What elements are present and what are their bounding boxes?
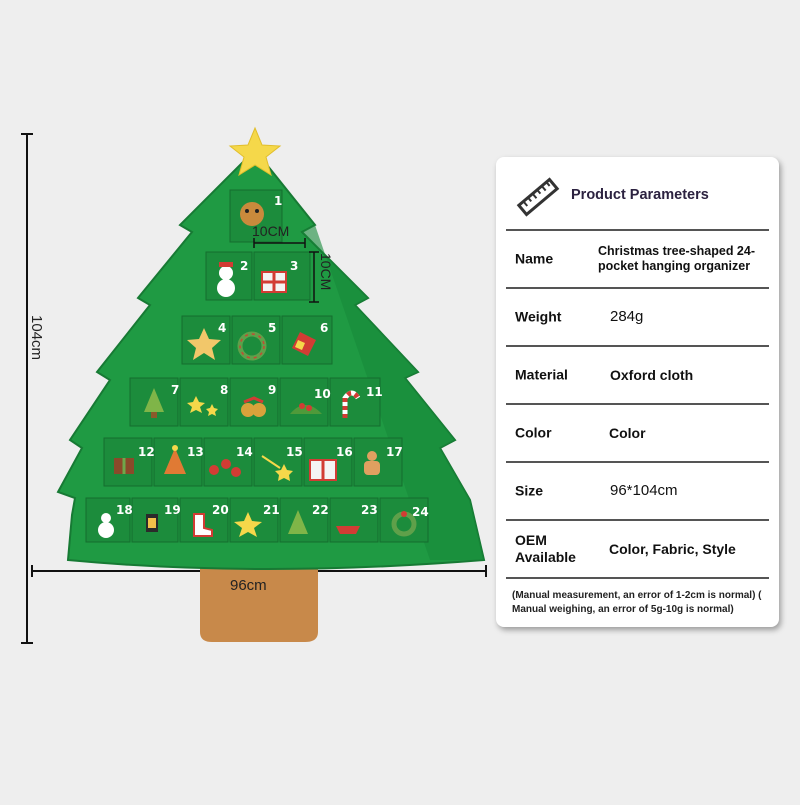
pocket-number-10: 10 [314, 387, 331, 401]
pocket-number-17: 17 [386, 445, 403, 459]
param-value: 96*104cm [610, 482, 678, 499]
pocket-width-label: 10CM [252, 223, 290, 239]
height-dimension-label: 104cm [28, 315, 45, 361]
pocket-row-3: 4 5 6 [181, 315, 333, 365]
pocket-number-6: 6 [320, 321, 328, 335]
param-row-color: Color Color [506, 405, 769, 463]
pocket-number-13: 13 [187, 445, 204, 459]
param-value: Christmas tree-shaped 24-pocket hanging … [598, 244, 756, 273]
pocket-number-1: 1 [274, 194, 282, 208]
pocket-height-label: 10CM [318, 253, 334, 291]
pocket-number-7: 7 [171, 383, 179, 397]
pocket-number-20: 20 [212, 503, 229, 517]
param-value: Color, Fabric, Style [609, 541, 736, 557]
card-header: Product Parameters [506, 157, 769, 231]
pocket-row-2: 2 3 [205, 251, 311, 301]
measurement-footnote: (Manual measurement, an error of 1-2cm i… [506, 579, 769, 617]
pocket-row-5: 12 13 14 15 16 17 [103, 437, 403, 487]
pocket-number-22: 22 [312, 503, 329, 517]
param-value: Oxford cloth [610, 367, 694, 383]
pocket-number-19: 19 [164, 503, 181, 517]
param-label: Color [515, 424, 552, 441]
pocket-number-24: 24 [412, 505, 429, 519]
width-dimension-label: 96cm [230, 577, 267, 594]
param-row-oem: OEM Available Color, Fabric, Style [506, 521, 769, 579]
pocket-number-21: 21 [263, 503, 280, 517]
product-parameters-card: Product Parameters Name Christmas tree-s… [496, 157, 779, 627]
pocket-number-15: 15 [286, 445, 303, 459]
param-row-name: Name Christmas tree-shaped 24-pocket han… [506, 231, 769, 289]
pocket-number-16: 16 [336, 445, 353, 459]
param-label: Material [515, 366, 568, 383]
footnote-line-2: Manual weighing, an error of 5g-10g is n… [512, 604, 734, 615]
card-title: Product Parameters [571, 187, 709, 203]
pocket-number-23: 23 [361, 503, 378, 517]
pocket-number-4: 4 [218, 321, 226, 335]
param-label: OEM Available [515, 532, 576, 565]
pocket-row-1: 1 [229, 189, 283, 243]
pocket-number-9: 9 [268, 383, 276, 397]
param-label: Size [515, 482, 544, 499]
pocket-number-12: 12 [138, 445, 155, 459]
pocket-number-2: 2 [240, 259, 248, 273]
param-value: 284g [610, 308, 644, 325]
pocket-number-3: 3 [290, 259, 298, 273]
param-row-weight: Weight 284g [506, 289, 769, 347]
param-label: Name [515, 250, 554, 267]
pocket-row-4: 7 8 9 10 11 [129, 377, 383, 427]
param-value: Color [609, 425, 646, 441]
param-row-size: Size 96*104cm [506, 463, 769, 521]
pocket-number-11: 11 [366, 385, 383, 399]
pocket-number-8: 8 [220, 383, 228, 397]
param-label: Weight [515, 308, 562, 325]
footnote-line-1: (Manual measurement, an error of 1-2cm i… [512, 590, 762, 601]
pocket-number-5: 5 [268, 321, 276, 335]
pocket-number-14: 14 [236, 445, 253, 459]
pocket-number-18: 18 [116, 503, 133, 517]
ruler-icon [516, 177, 560, 217]
pocket-row-6: 18 19 20 21 22 23 24 [85, 497, 429, 543]
param-row-material: Material Oxford cloth [506, 347, 769, 405]
